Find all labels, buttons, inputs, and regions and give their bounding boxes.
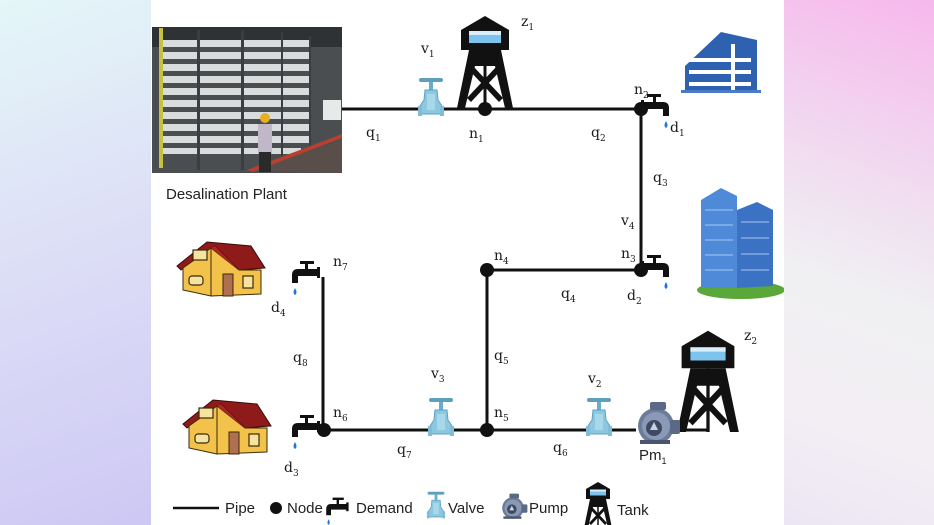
label-n6: n6 [333,405,348,424]
label-q7: q7 [397,442,412,461]
label-q2: q2 [591,125,606,144]
background-right-gradient [784,0,934,525]
label-v3: v3 [430,366,445,385]
legend-pump-label: Pump [529,500,568,517]
label-q8: q8 [293,350,308,369]
legend-node-icon [270,502,282,514]
pump-pm1-icon [638,402,680,444]
office-building-icon [681,32,761,93]
label-n4: n4 [494,248,509,267]
node-n3 [634,263,648,277]
label-z2: z2 [744,328,757,347]
legend-valve-label: Valve [448,500,484,517]
label-q1: q1 [366,125,381,144]
slide-canvas: Desalination Plant [151,0,784,525]
legend-tank-label: Tank [617,502,649,519]
label-n2: n2 [634,82,649,101]
label-n3: n3 [621,246,636,265]
demand-d4-icon [292,261,320,295]
legend-demand-label: Demand [356,500,413,517]
label-v4: v4 [620,213,635,232]
plant-caption: Desalination Plant [166,186,288,203]
label-v1: v1 [420,41,435,60]
house-d3-icon [182,399,272,455]
label-q3: q3 [653,170,668,189]
label-d2: d2 [627,288,642,307]
nodes [317,102,648,437]
demand-d3-icon [292,415,320,449]
label-q5: q5 [494,348,509,367]
network-diagram: Desalination Plant [152,14,784,525]
node-n4 [480,263,494,277]
legend-tank-icon [584,482,612,525]
valve-v2-icon [585,397,613,437]
valve-v1-icon [417,77,445,117]
legend-valve-icon [426,491,446,519]
legend-demand-icon [326,497,349,525]
label-n5: n5 [494,405,509,424]
valve-v3-icon [427,397,455,437]
node-n6 [317,423,331,437]
label-d3: d3 [284,460,299,479]
legend-node-label: Node [287,500,323,517]
label-d1: d1 [670,120,685,139]
legend: Pipe Node Demand Valve Pump Tank [173,482,649,525]
label-z1: z1 [521,14,534,33]
legend-pipe-label: Pipe [225,500,255,517]
node-n5 [480,423,494,437]
labels: q1 q2 q3 q4 q5 q6 q7 q8 n1 n2 n3 n4 n5 n… [271,14,757,479]
tank-z1-icon [457,16,513,108]
legend-pump-icon [502,493,528,519]
tank-z2-icon [677,330,739,432]
node-n2 [634,102,648,116]
desalination-plant-image [152,27,342,173]
house-d4-icon [176,241,266,297]
node-n1 [478,102,492,116]
label-n1: n1 [469,126,484,145]
label-pm1: Pm1 [639,447,667,466]
label-v2: v2 [587,371,602,390]
skyscraper-icon [697,188,784,299]
label-d4: d4 [271,300,286,319]
label-q6: q6 [553,440,568,459]
label-n7: n7 [333,254,348,273]
label-q4: q4 [561,286,576,305]
